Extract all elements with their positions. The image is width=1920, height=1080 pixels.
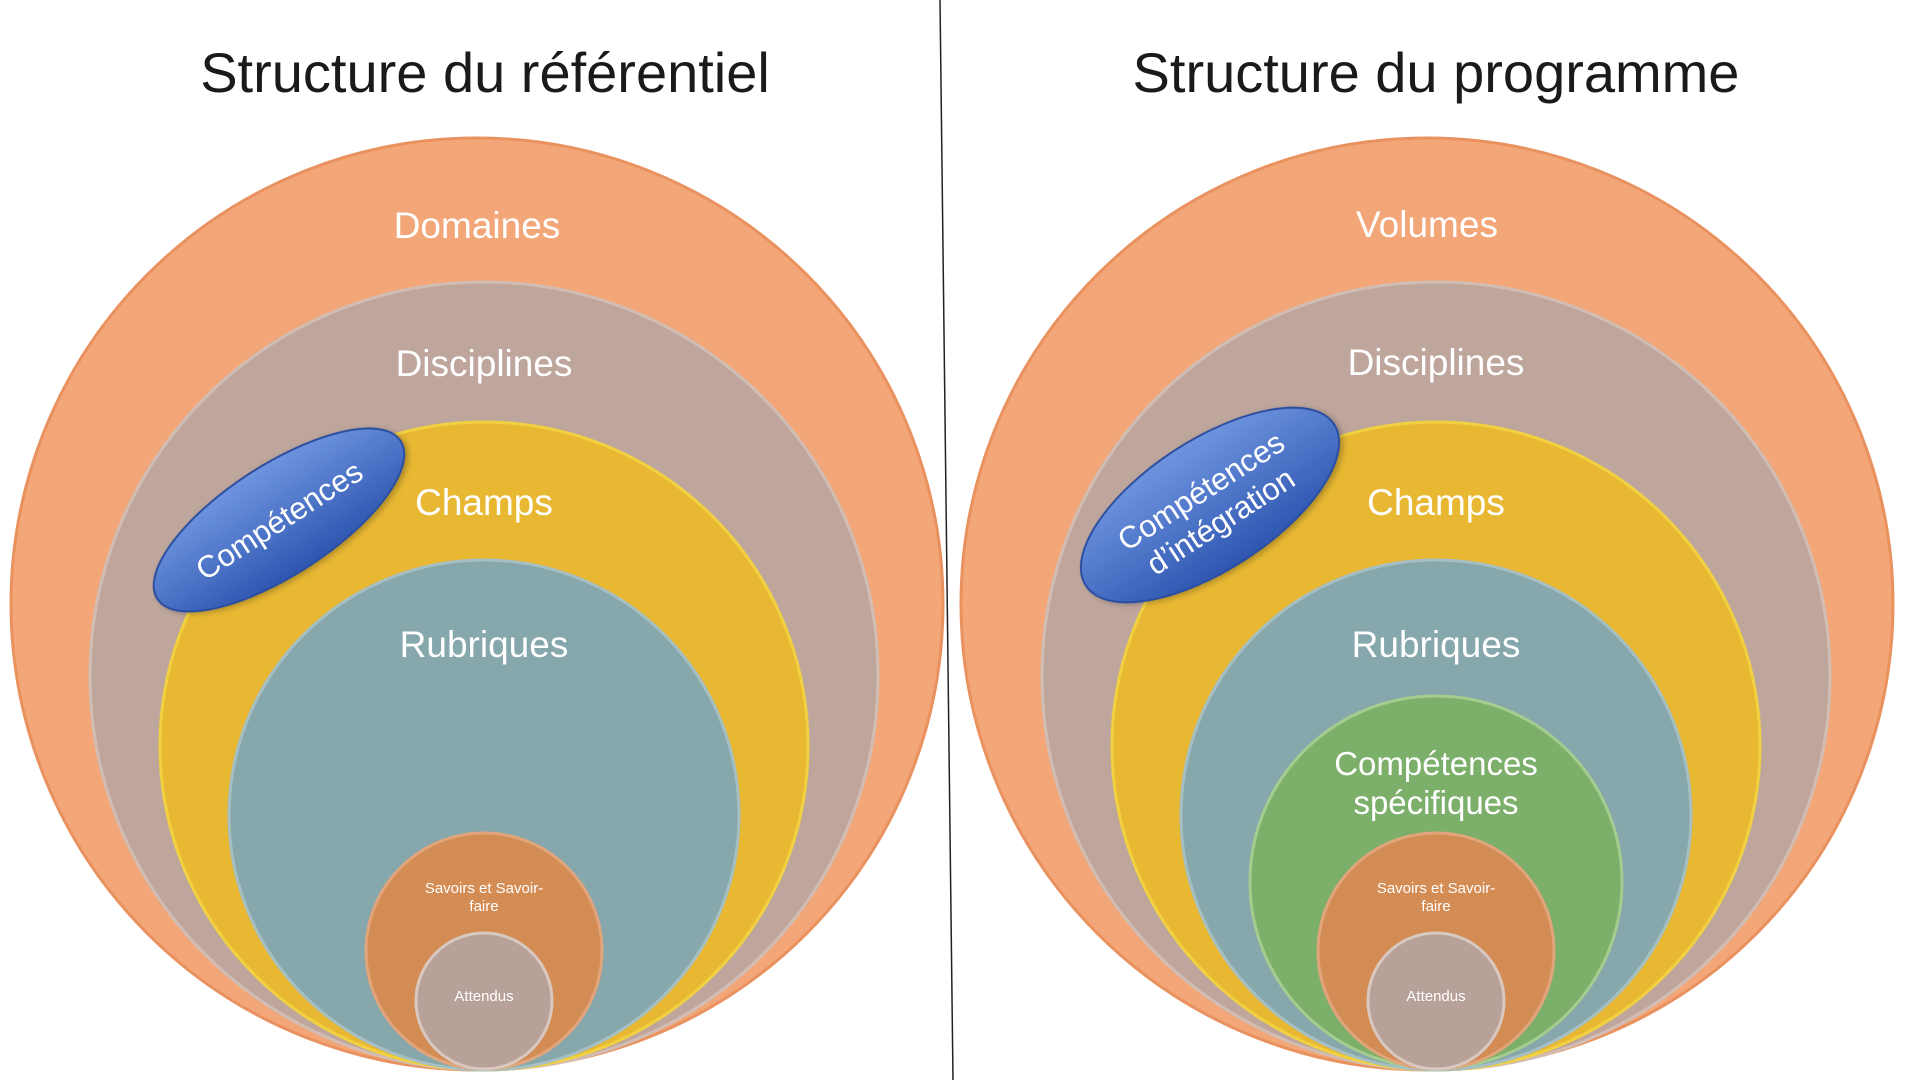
diagram-referentiel: Structure du référentiel Domaines Discip…	[9, 41, 945, 1072]
label-rubriques: Rubriques	[1352, 624, 1521, 665]
circle-attendus	[414, 931, 554, 1071]
divider-line	[939, 0, 954, 1080]
label-savoirs-line2: faire	[1421, 898, 1450, 915]
label-attendus: Attendus	[1406, 988, 1465, 1005]
label-champs: Champs	[1367, 482, 1505, 523]
label-competences-specifiques-line1: Compétences	[1334, 745, 1538, 782]
label-attendus: Attendus	[454, 988, 513, 1005]
circle-attendus	[1366, 931, 1506, 1071]
label-disciplines: Disciplines	[1348, 342, 1525, 383]
label-disciplines: Disciplines	[396, 343, 573, 384]
label-rubriques: Rubriques	[400, 624, 569, 665]
label-volumes: Volumes	[1356, 204, 1498, 245]
label-savoirs-line2: faire	[469, 898, 498, 915]
diagram-programme: Structure du programme Volumes Disciplin…	[959, 41, 1895, 1072]
label-savoirs-line1: Savoirs et Savoir-	[1377, 880, 1495, 897]
label-domaines: Domaines	[394, 205, 561, 246]
diagram-title: Structure du référentiel	[200, 41, 770, 104]
diagram-title: Structure du programme	[1133, 41, 1740, 104]
label-competences-specifiques-line2: spécifiques	[1353, 784, 1518, 821]
label-champs: Champs	[415, 482, 553, 523]
label-savoirs-line1: Savoirs et Savoir-	[425, 880, 543, 897]
